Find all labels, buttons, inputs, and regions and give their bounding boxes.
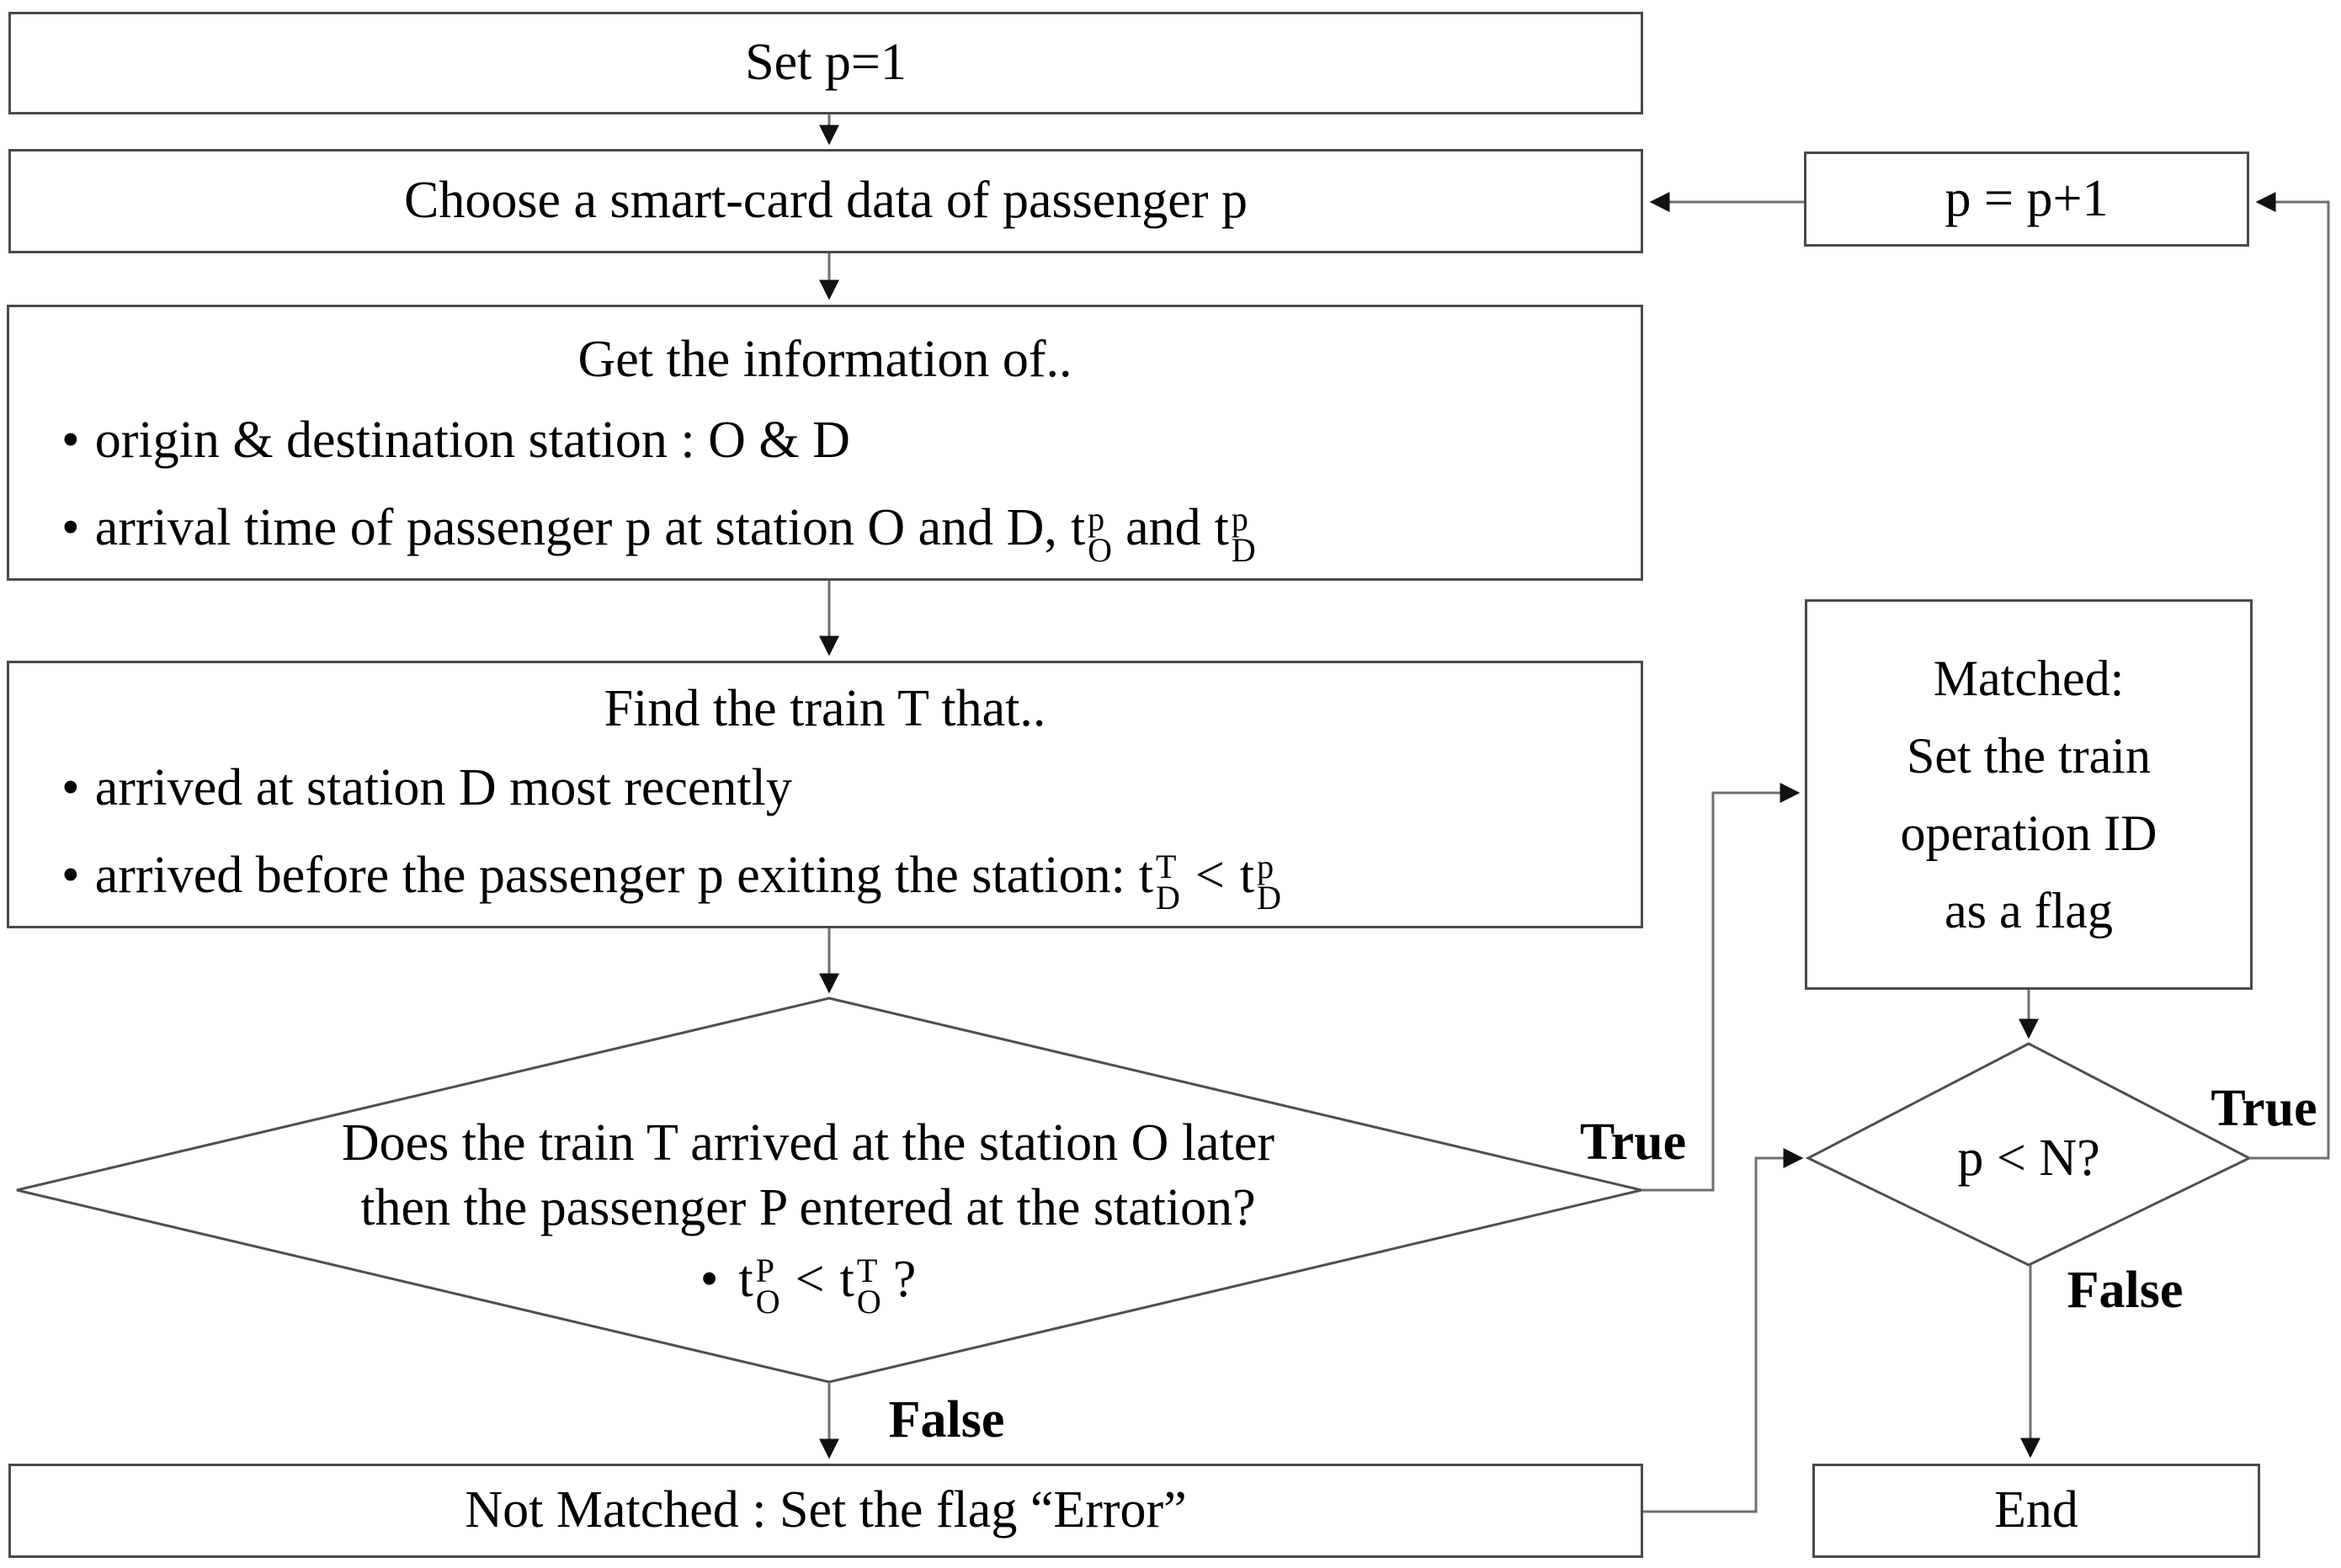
node-increment-p-label: p = p+1 <box>1945 169 2109 227</box>
node-matched-line1: Matched: <box>1933 651 2125 706</box>
find-bullet2-text: arrived before the passenger p exiting t… <box>94 847 1125 904</box>
decision-loop-diamond <box>1805 1042 2253 1267</box>
node-matched: Matched: Set the train operation ID as a… <box>1805 599 2253 990</box>
node-end-label: End <box>1994 1481 2078 1539</box>
info-bullet2-text: arrival time of passenger p at station O… <box>94 499 1057 556</box>
bullet-icon: • <box>61 412 80 469</box>
find-bullet-arrived-before-exit: •arrived before the passenger p exiting … <box>33 832 1617 919</box>
node-end: End <box>1812 1464 2260 1558</box>
info-bullet1-text: origin & destination station : O & D <box>94 412 850 469</box>
node-matched-line3: operation ID <box>1900 805 2157 861</box>
node-matched-line2: Set the train <box>1907 728 2151 784</box>
node-not-matched-label: Not Matched : Set the flag “Error” <box>465 1481 1187 1539</box>
decision-match-text: Does the train T arrived at the station … <box>198 1111 1418 1321</box>
bullet-icon: • <box>61 847 80 904</box>
less-than-sign: < <box>795 1251 825 1308</box>
decision-match-line1: Does the train T arrived at the station … <box>341 1114 1275 1172</box>
decision-match-false-label: False <box>888 1391 1005 1448</box>
less-than-sign: < <box>1194 847 1225 904</box>
node-choose-smartcard: Choose a smart-card data of passenger p <box>8 149 1643 253</box>
info-bullet-origin-destination: •origin & destination station : O & D <box>33 396 1617 484</box>
node-matched-line4: as a flag <box>1945 883 2113 938</box>
arrow-true-to-matched <box>1641 783 1801 1192</box>
question-mark: ? <box>892 1251 917 1308</box>
decision-loop-true-label: True <box>2211 1080 2317 1137</box>
node-find-train: Find the train T that.. •arrived at stat… <box>7 661 1643 928</box>
node-get-information: Get the information of.. •origin & desti… <box>7 305 1643 581</box>
bullet-icon: • <box>61 759 80 816</box>
arrow-loop-true-to-increment <box>2249 192 2330 1160</box>
decision-match-line2: then the passenger P entered at the stat… <box>360 1179 1256 1236</box>
node-find-train-title: Find the train T that.. <box>604 680 1046 737</box>
node-choose-smartcard-label: Choose a smart-card data of passenger p <box>404 172 1248 230</box>
node-set-p-label: Set p=1 <box>745 34 907 92</box>
node-set-p: Set p=1 <box>8 12 1643 114</box>
bullet-icon: • <box>61 499 80 556</box>
decision-match-true-label: True <box>1579 1114 1687 1171</box>
info-bullet-arrival-times: •arrival time of passenger p at station … <box>33 484 1617 571</box>
node-not-matched: Not Matched : Set the flag “Error” <box>8 1464 1643 1558</box>
decision-loop-false-label: False <box>2067 1262 2184 1319</box>
info-bullet2-and: and <box>1125 499 1201 556</box>
find-bullet-arrived-recently: •arrived at station D most recently <box>33 744 1617 832</box>
find-bullet1-text: arrived at station D most recently <box>94 759 792 816</box>
bullet-icon: • <box>700 1251 719 1308</box>
arrow-not-matched-to-loop-decision <box>1643 1148 1804 1513</box>
decision-loop-text: p < N? <box>1957 1129 2100 1187</box>
node-increment-p: p = p+1 <box>1804 151 2249 247</box>
node-get-information-title: Get the information of.. <box>577 331 1072 388</box>
